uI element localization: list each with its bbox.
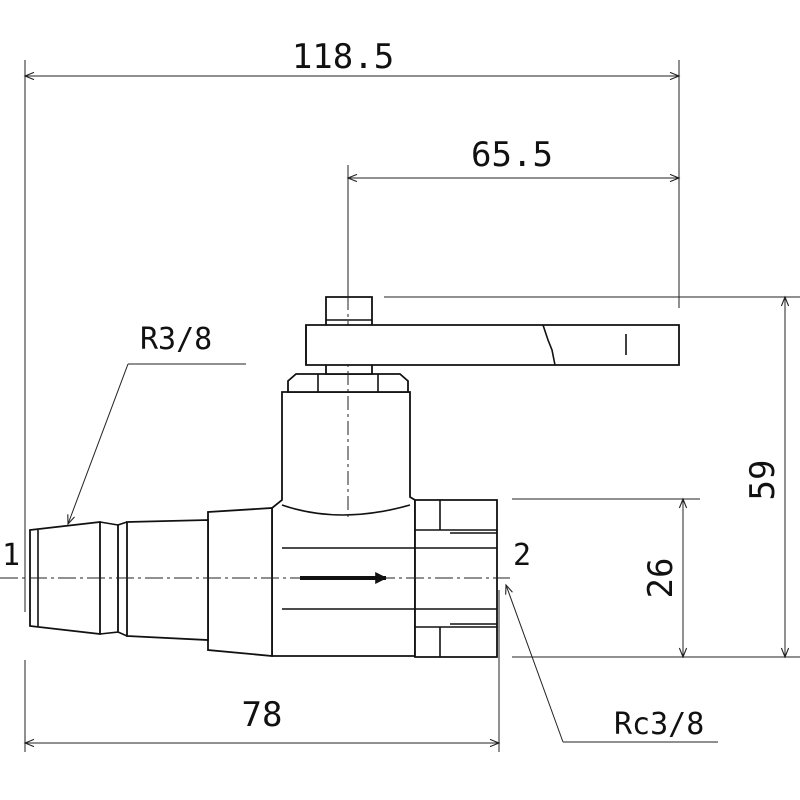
dimension-center-height-label: 26: [641, 558, 681, 599]
inlet-thread-callout: R3/8: [67, 322, 246, 526]
dimension-body-length: 78: [23, 695, 501, 748]
valve-handle: [305, 324, 680, 366]
dimension-handle-length-label: 65.5: [471, 135, 553, 175]
inlet-thread-label: R3/8: [140, 322, 212, 357]
outlet-thread-label: Rc3/8: [614, 707, 704, 742]
dimension-handle-length: 65.5: [346, 135, 681, 183]
dimension-overall-width-label: 118.5: [292, 37, 394, 77]
outlet-thread-callout: Rc3/8: [505, 583, 718, 743]
dimension-body-length-label: 78: [242, 695, 283, 735]
dimension-overall-height-label: 59: [743, 460, 783, 501]
outlet-port-number: 2: [513, 538, 531, 573]
extension-lines: [24, 60, 800, 752]
inlet-connector: [29, 507, 273, 657]
inlet-port-number: 1: [2, 538, 20, 573]
dimension-overall-height: 59: [743, 295, 790, 659]
dimension-overall-width: 118.5: [23, 37, 681, 81]
dimension-center-height: 26: [641, 497, 688, 659]
